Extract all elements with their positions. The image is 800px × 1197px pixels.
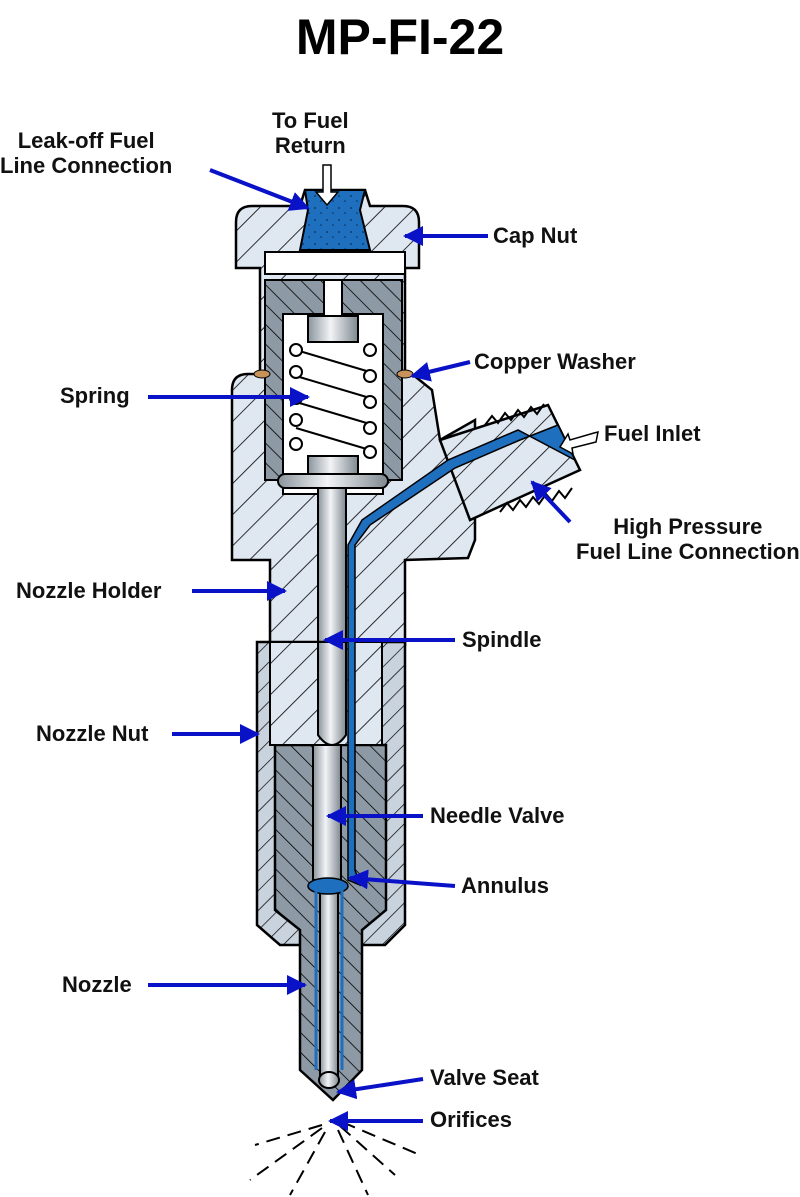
label-annulus: Annulus (461, 873, 549, 898)
label-spindle: Spindle (462, 627, 542, 652)
spacer-plate (264, 251, 406, 275)
label-to-fuel-return-line1: To Fuel (272, 108, 349, 133)
label-high-pressure-line2: Fuel Line Connection (576, 539, 800, 564)
spindle-lower (317, 641, 347, 746)
needle-valve (312, 744, 342, 881)
leader-copper-washer (410, 360, 471, 382)
push-rod (323, 279, 343, 317)
copper-washer-right (396, 369, 414, 379)
label-valve-seat: Valve Seat (430, 1065, 539, 1090)
leader-annulus (348, 869, 456, 890)
fuel-inlet-arrow (558, 430, 599, 456)
needle-stem (319, 879, 339, 1076)
label-leak-off-line2: Line Connection (0, 153, 173, 178)
leader-valve-seat (336, 1077, 424, 1100)
label-nozzle-nut: Nozzle Nut (36, 721, 149, 746)
copper-washer-left (253, 369, 271, 379)
label-to-fuel-return: To Fuel Return (272, 108, 349, 158)
label-nozzle: Nozzle (62, 972, 132, 997)
leak-off-fuel (298, 189, 372, 251)
label-high-pressure: High Pressure Fuel Line Connection (576, 514, 800, 564)
spring-coils (277, 315, 389, 489)
label-fuel-inlet: Fuel Inlet (604, 421, 701, 446)
annulus-chamber (307, 877, 349, 895)
label-copper-washer: Copper Washer (474, 349, 636, 374)
spray-lines (249, 1121, 421, 1196)
label-spring: Spring (60, 383, 130, 408)
label-cap-nut: Cap Nut (493, 223, 578, 248)
leader-leak-off (209, 168, 310, 211)
diagram-title: MP-FI-22 (295, 9, 505, 65)
label-nozzle-holder: Nozzle Holder (16, 578, 162, 603)
label-needle-valve: Needle Valve (430, 803, 565, 828)
label-to-fuel-return-line2: Return (274, 133, 346, 158)
label-orifices: Orifices (430, 1107, 512, 1132)
label-high-pressure-line1: High Pressure (613, 514, 763, 539)
label-leak-off: Leak-off Fuel Line Connection (0, 128, 172, 178)
label-leak-off-line1: Leak-off Fuel (17, 128, 155, 153)
fuel-return-arrow (314, 164, 340, 207)
inlet-threads (484, 403, 545, 426)
leader-high-pressure (530, 480, 572, 524)
valve-tip (318, 1071, 340, 1089)
